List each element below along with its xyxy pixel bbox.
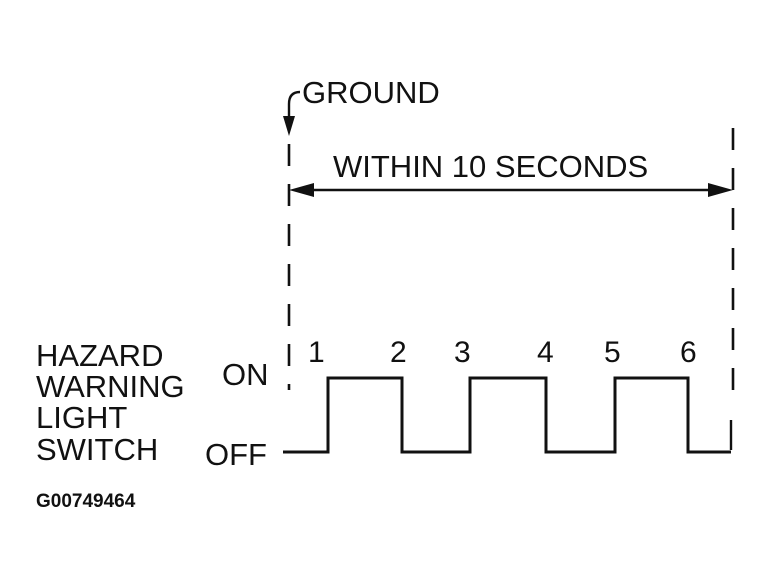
ground-label: GROUND: [302, 75, 440, 110]
switch-label-hazard: HAZARD: [36, 338, 163, 373]
state-on-label: ON: [222, 357, 269, 392]
switch-label-warning: WARNING: [36, 369, 185, 404]
ground-arrowhead: [283, 116, 295, 136]
duration-arrow-left: [289, 183, 314, 197]
duration-label: WITHIN 10 SECONDS: [333, 149, 648, 184]
pulse-number-4: 4: [537, 336, 554, 369]
pulse-number-6: 6: [680, 336, 697, 369]
switch-label-switch: SWITCH: [36, 432, 158, 467]
duration-arrow-right: [708, 183, 733, 197]
figure-code: G00749464: [36, 491, 136, 512]
state-off-label: OFF: [205, 437, 267, 472]
pulse-number-3: 3: [454, 336, 471, 369]
pulse-number-2: 2: [390, 336, 407, 369]
pulse-number-1: 1: [308, 336, 325, 369]
switch-label-light: LIGHT: [36, 400, 127, 435]
ground-marker-hook: [287, 90, 301, 118]
switch-waveform: [283, 376, 731, 454]
pulse-number-5: 5: [604, 336, 621, 369]
